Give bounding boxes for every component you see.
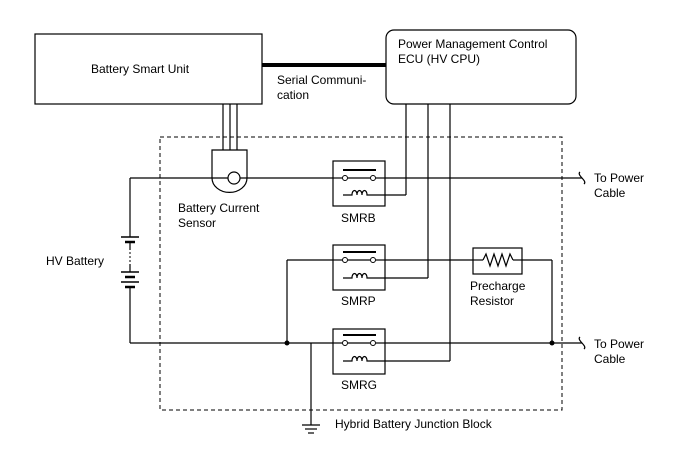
to-power-cable-bottom-line2: Cable [594, 352, 626, 366]
serial-communication-label-line1: Serial Communi- [277, 73, 366, 87]
smrg-label: SMRG [341, 378, 377, 392]
smrb-relay [332, 160, 386, 207]
junction-block-label: Hybrid Battery Junction Block [335, 417, 493, 431]
ecu-label-line2: ECU (HV CPU) [398, 52, 480, 66]
battery-smart-unit-label: Battery Smart Unit [91, 62, 190, 76]
precharge-resistor [472, 247, 523, 275]
smrg-relay [332, 328, 386, 375]
battery-current-sensor-core [227, 171, 241, 185]
junction-dot-left [284, 340, 290, 346]
precharge-label-line1: Precharge [470, 279, 526, 293]
current-sensor-label-line1: Battery Current [178, 201, 260, 215]
battery-current-sensor [211, 149, 248, 194]
hv-battery-label: HV Battery [46, 254, 104, 268]
smrb-label: SMRB [341, 211, 376, 225]
ecu-label-line1: Power Management Control [398, 37, 547, 51]
cable-end-bottom-icon [578, 336, 586, 350]
cable-end-top-icon [578, 171, 586, 185]
serial-communication-label-line2: cation [277, 88, 309, 102]
hv-battery-symbol [121, 232, 139, 343]
precharge-label-line2: Resistor [470, 294, 514, 308]
to-power-cable-top-line1: To Power [594, 171, 644, 185]
battery-smart-unit-box [34, 33, 263, 105]
junction-block-boundary [159, 136, 563, 411]
ground-icon [302, 424, 320, 434]
smrp-label: SMRP [341, 294, 376, 308]
junction-dot-right [549, 340, 555, 346]
current-sensor-label-line2: Sensor [178, 216, 216, 230]
to-power-cable-bottom-line1: To Power [594, 337, 644, 351]
to-power-cable-top-line2: Cable [594, 186, 626, 200]
